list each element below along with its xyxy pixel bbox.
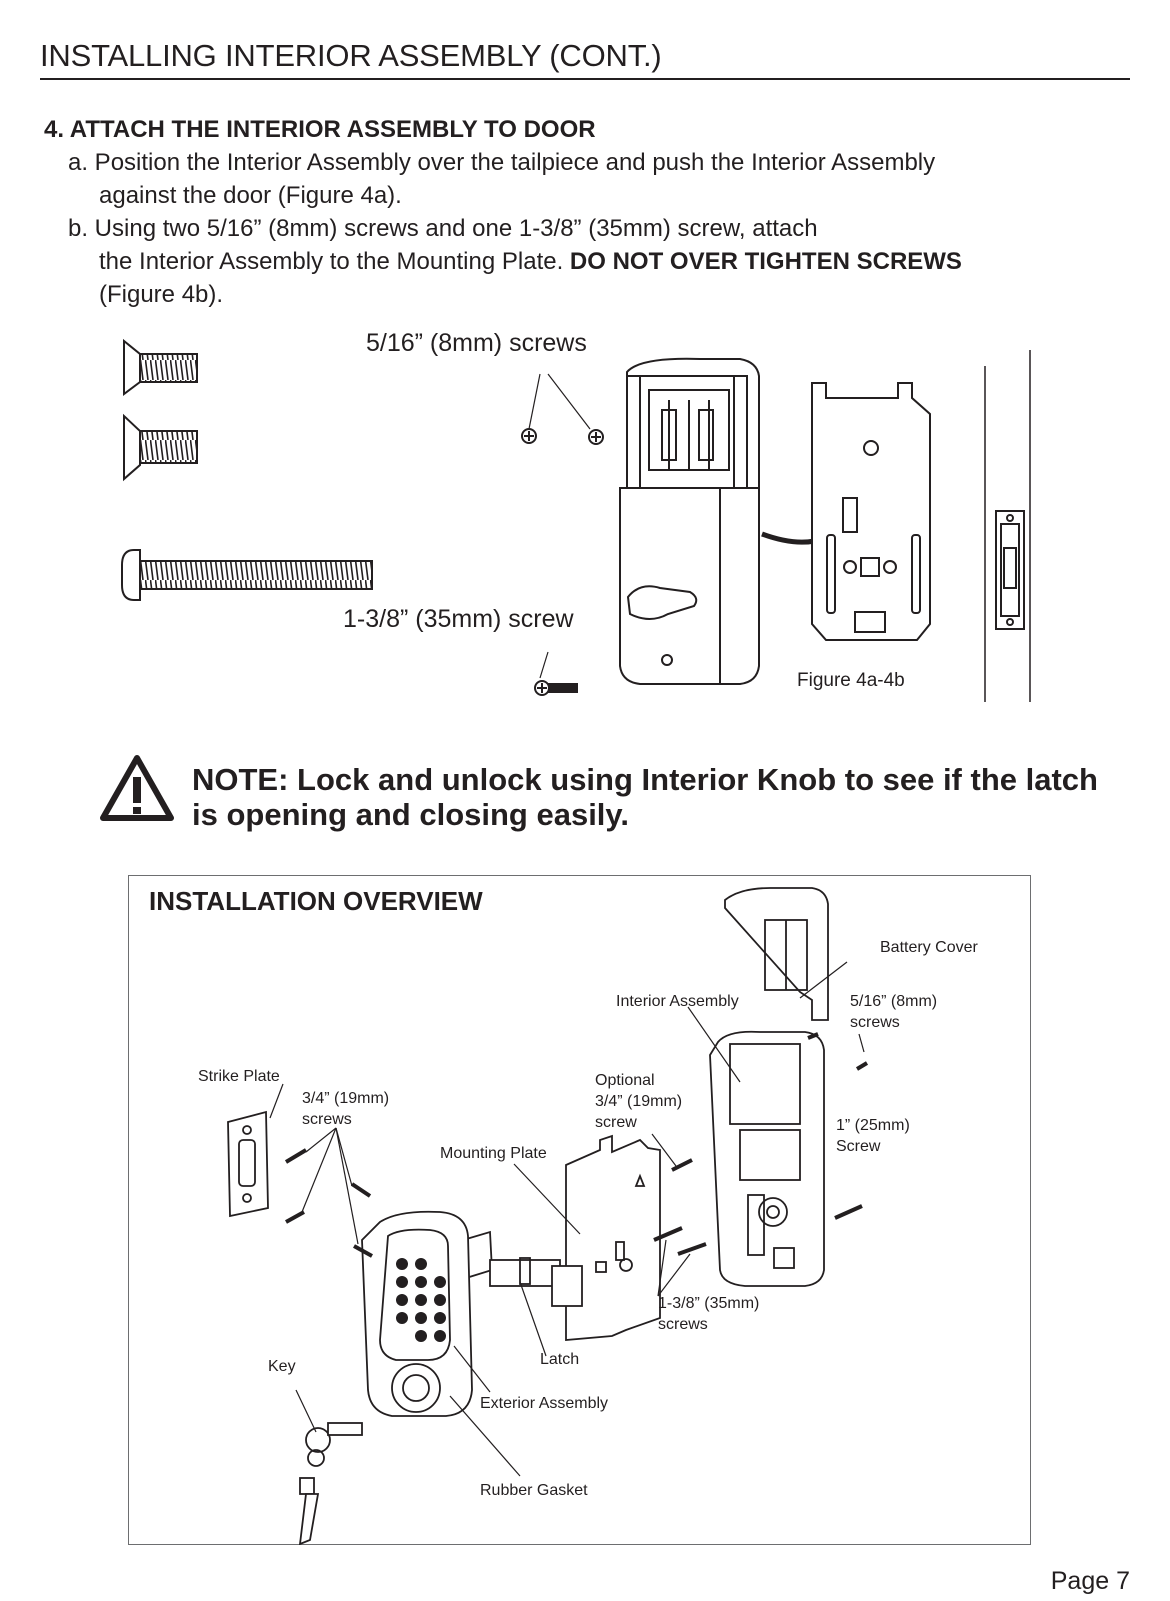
label-screws-8mm-line-1: 5/16” (8mm) xyxy=(850,993,938,1010)
instruction-b-line-2: the Interior Assembly to the Mounting Pl… xyxy=(99,245,962,278)
label-exterior-assembly: Exterior Assembly xyxy=(480,1395,609,1412)
exterior-assembly-drawing xyxy=(361,1210,473,1417)
long-screw-drawing xyxy=(121,549,373,601)
instruction-a-line-2: against the door (Figure 4a). xyxy=(99,182,402,209)
instruction-b-plain: the Interior Assembly to the Mounting Pl… xyxy=(99,248,570,275)
short-screw-drawing-2 xyxy=(123,413,198,482)
label-short-screws: 5/16” (8mm) screws xyxy=(366,329,587,357)
label-screws-19mm-line-2: screws xyxy=(302,1111,352,1128)
label-rubber-gasket: Rubber Gasket xyxy=(480,1482,588,1499)
label-long-screw: 1-3/8” (35mm) screw xyxy=(343,605,574,633)
label-optional-line-2: 3/4” (19mm) xyxy=(595,1093,683,1110)
installation-overview-illustration xyxy=(227,887,869,1545)
instruction-b-line-3: (Figure 4b). xyxy=(99,281,224,308)
short-screw-drawing-1 xyxy=(123,338,198,396)
label-interior-assembly: Interior Assembly xyxy=(616,993,739,1010)
label-screws-19mm-line-1: 3/4” (19mm) xyxy=(302,1090,390,1107)
instruction-a-line-1: a. Position the Interior Assembly over t… xyxy=(68,149,936,176)
key-drawing xyxy=(298,1422,363,1545)
label-mounting-plate: Mounting Plate xyxy=(440,1145,547,1162)
figure-4-illustration xyxy=(121,338,1031,702)
door-edge-drawing xyxy=(984,350,1031,702)
overview-title: INSTALLATION OVERVIEW xyxy=(149,886,483,916)
label-battery-cover: Battery Cover xyxy=(880,939,978,956)
label-optional-line-3: screw xyxy=(595,1114,637,1131)
strike-plate-drawing xyxy=(227,1110,269,1218)
label-screw-25mm-line-2: Screw xyxy=(836,1138,881,1155)
label-strike-plate: Strike Plate xyxy=(198,1068,280,1085)
latch-drawing xyxy=(462,1230,583,1307)
interior-assembly-overview-drawing xyxy=(709,1030,825,1287)
step-heading: 4. ATTACH THE INTERIOR ASSEMBLY TO DOOR xyxy=(44,116,596,143)
screw-35mm-small xyxy=(534,680,578,696)
installation-overview-box xyxy=(128,875,1031,1545)
note-text: NOTE: Lock and unlock using Interior Kno… xyxy=(192,762,1098,832)
page-number: Page 7 xyxy=(1050,1567,1130,1595)
interior-assembly-drawing xyxy=(619,357,760,685)
instruction-b-warning: DO NOT OVER TIGHTEN SCREWS xyxy=(569,248,962,275)
mounting-plate-overview-drawing xyxy=(565,1134,661,1341)
mounting-plate-drawing xyxy=(811,382,931,641)
header-divider xyxy=(40,78,1130,80)
label-screws-8mm-line-2: screws xyxy=(850,1014,900,1031)
label-screws-35mm-line-1: 1-3/8” (35mm) xyxy=(658,1295,760,1312)
page-title: INSTALLING INTERIOR ASSEMBLY (CONT.) xyxy=(40,38,662,73)
label-optional-line-1: Optional xyxy=(595,1072,655,1089)
instruction-b-line-1: b. Using two 5/16” (8mm) screws and one … xyxy=(68,215,818,242)
label-latch: Latch xyxy=(540,1351,580,1368)
warning-triangle-icon xyxy=(100,755,174,821)
battery-cover-drawing xyxy=(724,887,829,1021)
label-key: Key xyxy=(268,1358,296,1375)
figure-caption: Figure 4a-4b xyxy=(797,670,905,691)
label-screw-25mm-line-1: 1” (25mm) xyxy=(836,1117,910,1134)
label-screws-35mm-line-2: screws xyxy=(658,1316,708,1333)
